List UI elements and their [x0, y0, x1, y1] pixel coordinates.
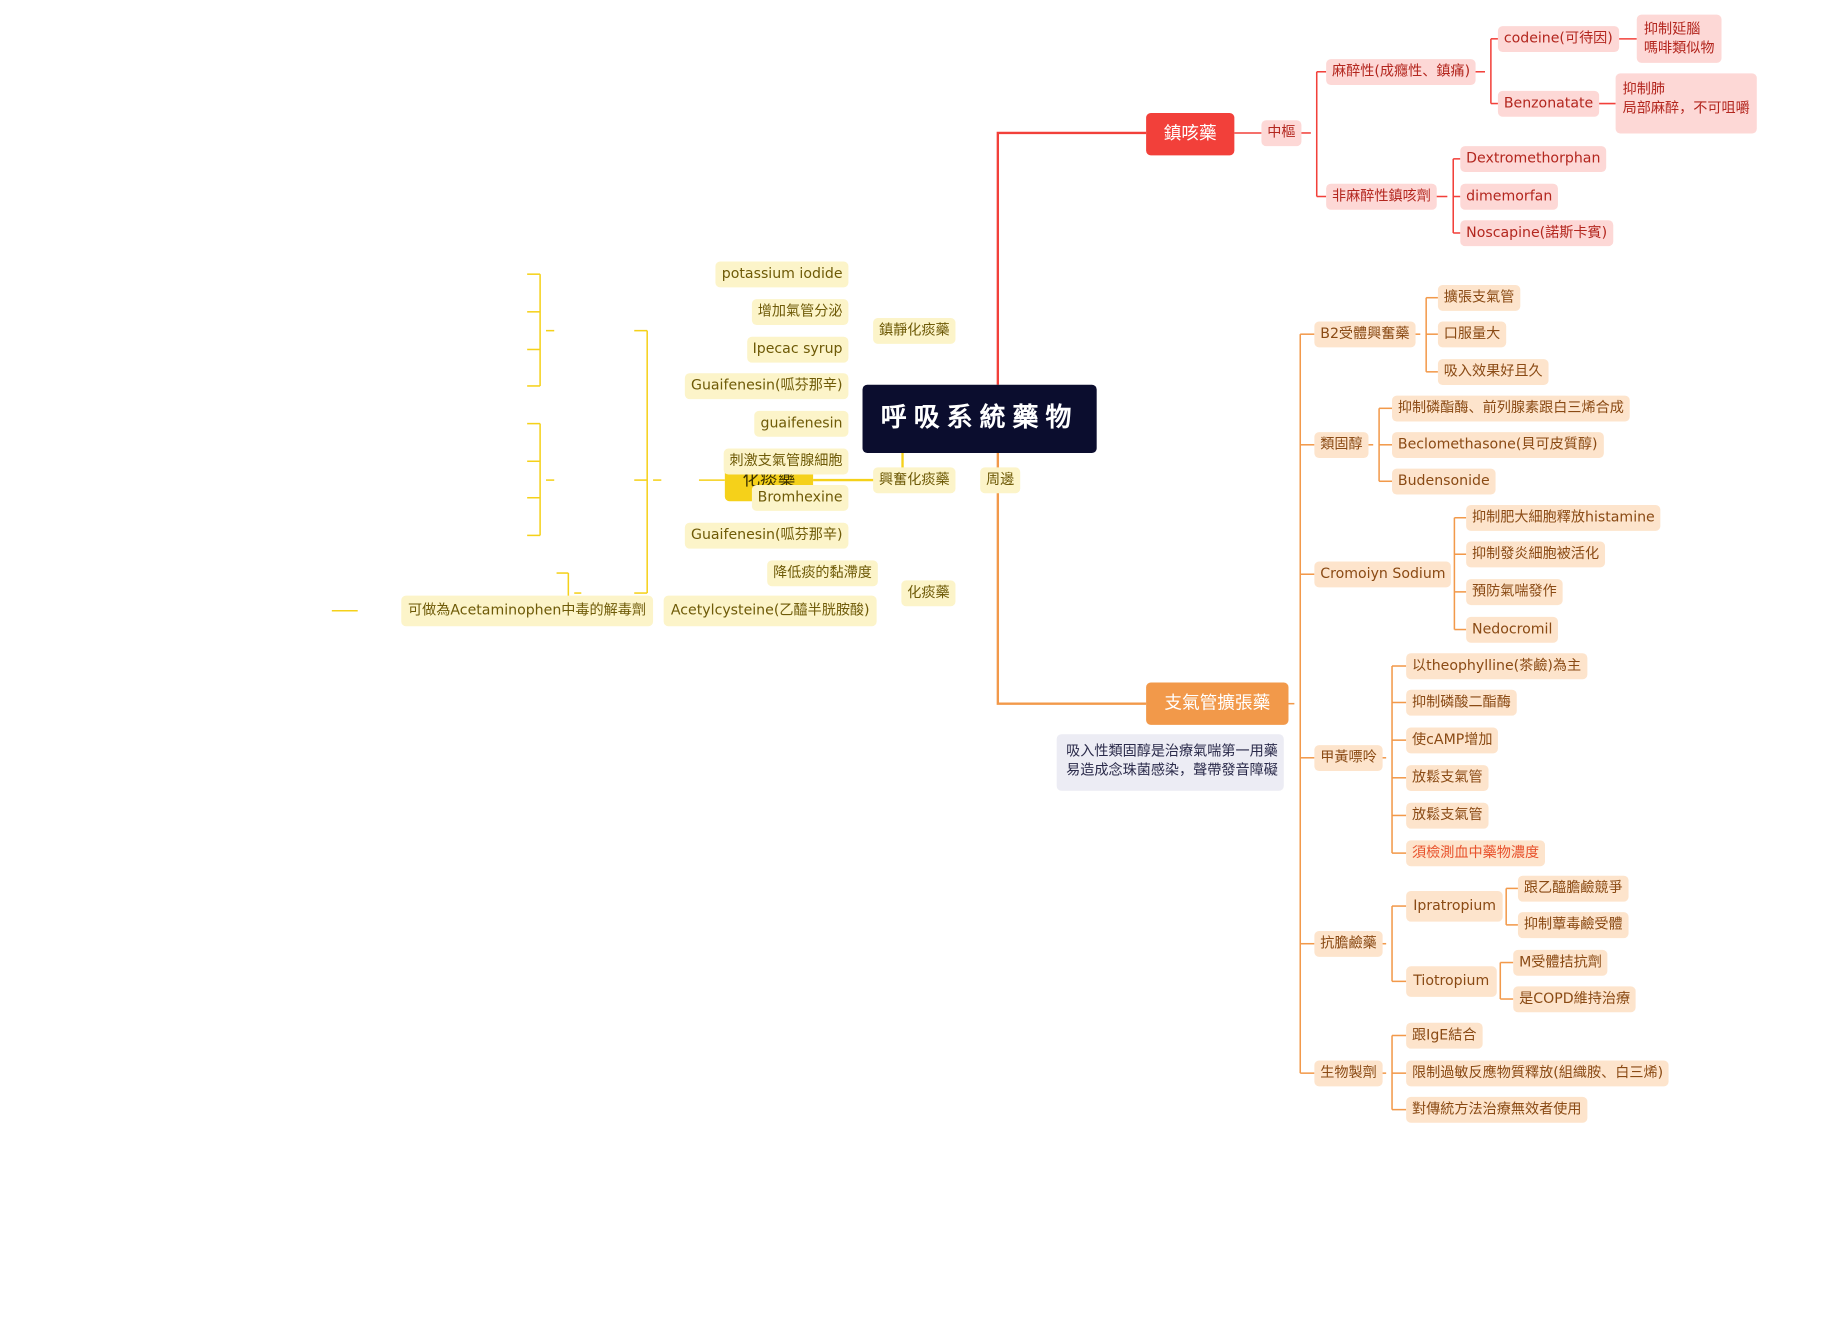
- benzonatate-note-node[interactable]: 抑制肺 局部麻醉，不可咀嚼: [1615, 73, 1757, 134]
- dextromethorphan-node[interactable]: Dextromethorphan: [1460, 146, 1607, 172]
- antitussive-label: 鎮咳藥: [1163, 122, 1217, 144]
- biologic-item[interactable]: 對傳統方法治療無效者使用: [1406, 1096, 1588, 1123]
- steroid-item[interactable]: Beclomethasone(貝可皮質醇): [1392, 432, 1604, 458]
- central-node[interactable]: 中樞: [1261, 120, 1302, 146]
- mucolytic-node[interactable]: 化痰藥: [901, 580, 956, 606]
- benzonatate-note-line-2: 局部麻醉，不可咀嚼: [1622, 98, 1750, 116]
- xanthine-item[interactable]: 放鬆支氣管: [1406, 802, 1489, 829]
- sedative-item[interactable]: Guaifenesin(呱芬那辛): [685, 373, 849, 399]
- dimemorfan-node[interactable]: dimemorfan: [1460, 183, 1559, 210]
- b2-item[interactable]: 口服量大: [1437, 321, 1507, 347]
- stimulant-item[interactable]: guaifenesin: [754, 410, 849, 437]
- xanthine-item[interactable]: 使cAMP增加: [1406, 727, 1499, 753]
- b2-item[interactable]: 吸入效果好且久: [1437, 359, 1549, 385]
- mucolytic-item[interactable]: 降低痰的黏滯度: [767, 560, 878, 586]
- sedative-item[interactable]: potassium iodide: [715, 261, 849, 287]
- biologic-node[interactable]: 生物製劑: [1314, 1060, 1383, 1086]
- biologic-item[interactable]: 跟IgE結合: [1406, 1022, 1483, 1049]
- antitussive-node[interactable]: 鎮咳藥: [1146, 112, 1235, 156]
- noscapine-node[interactable]: Noscapine(諾斯卡賓): [1460, 220, 1614, 246]
- xanthine-item[interactable]: 放鬆支氣管: [1406, 765, 1489, 791]
- b2-item[interactable]: 擴張支氣管: [1437, 285, 1521, 311]
- peripheral-node[interactable]: 周邊: [980, 467, 1021, 493]
- non-narcotic-node[interactable]: 非麻醉性鎮咳劑: [1326, 183, 1437, 210]
- acetylcysteine-node[interactable]: Acetylcysteine(乙醯半胱胺酸): [663, 595, 877, 626]
- b2-node[interactable]: B2受體興奮藥: [1314, 321, 1416, 347]
- steroid-item[interactable]: 抑制磷酯酶、前列腺素跟白三烯合成: [1392, 395, 1630, 422]
- stimulant-item[interactable]: 刺激支氣管腺細胞: [723, 448, 849, 474]
- ipratropium-node[interactable]: Ipratropium: [1406, 891, 1504, 922]
- steroid-node[interactable]: 類固醇: [1314, 432, 1369, 458]
- xanthine-item[interactable]: 抑制磷酸二酯酶: [1406, 689, 1517, 716]
- bronchodilator-note[interactable]: 吸入性類固醇是治療氣喘第一用藥 易造成念珠菌感染，聲帶發音障礙: [1056, 734, 1284, 791]
- cromolyn-item[interactable]: Nedocromil: [1466, 616, 1559, 643]
- narcotic-node[interactable]: 麻醉性(成癮性、鎮痛): [1326, 59, 1477, 85]
- note-line-1: 吸入性類固醇是治療氣喘第一用藥: [1066, 742, 1278, 759]
- note-line-2: 易造成念珠菌感染，聲帶發音障礙: [1066, 760, 1278, 778]
- root-node[interactable]: 呼吸系統藥物: [862, 384, 1097, 454]
- ipratropium-item[interactable]: 跟乙醯膽鹼競爭: [1517, 875, 1629, 902]
- sedative-node[interactable]: 鎮靜化痰藥: [873, 317, 956, 344]
- xanthine-item-highlight[interactable]: 須檢測血中藥物濃度: [1406, 840, 1546, 866]
- cromolyn-node[interactable]: Cromoiyn Sodium: [1314, 561, 1452, 587]
- xanthine-item[interactable]: 以theophylline(茶鹼)為主: [1406, 653, 1588, 679]
- xanthine-node[interactable]: 甲黃嘌呤: [1314, 745, 1383, 771]
- codeine-note-line-2: 嗎啡類似物: [1643, 38, 1715, 56]
- codeine-note-line-1: 抑制延腦: [1643, 20, 1701, 37]
- stimulant-item[interactable]: Bromhexine: [751, 485, 849, 511]
- anticholinergic-node[interactable]: 抗膽鹼藥: [1314, 931, 1383, 957]
- ipratropium-item[interactable]: 抑制蕈毒鹼受體: [1517, 912, 1629, 938]
- cromolyn-item[interactable]: 抑制發炎細胞被活化: [1466, 541, 1606, 567]
- tiotropium-item[interactable]: 是COPD維持治療: [1513, 986, 1636, 1012]
- sedative-item[interactable]: 增加氣管分泌: [751, 299, 849, 325]
- codeine-node[interactable]: codeine(可待因): [1497, 26, 1619, 52]
- stimulant-node[interactable]: 興奮化痰藥: [873, 467, 956, 493]
- connector-lines: [331, 38, 1637, 1111]
- acetylcysteine-note[interactable]: 可做為Acetaminophen中毒的解毒劑: [400, 595, 654, 626]
- cromolyn-item[interactable]: 抑制肥大細胞釋放histamine: [1466, 505, 1661, 531]
- sedative-item[interactable]: Ipecac syrup: [746, 336, 849, 363]
- benzonatate-node[interactable]: Benzonatate: [1497, 90, 1600, 117]
- tiotropium-node[interactable]: Tiotropium: [1406, 966, 1497, 997]
- root-label: 呼吸系統藥物: [880, 403, 1079, 433]
- bronchodilator-label: 支氣管擴張藥: [1164, 692, 1271, 714]
- codeine-note-node[interactable]: 抑制延腦 嗎啡類似物: [1636, 14, 1722, 64]
- biologic-item[interactable]: 限制過敏反應物質釋放(組織胺、白三烯): [1406, 1060, 1670, 1086]
- benzonatate-note-line-1: 抑制肺: [1622, 80, 1666, 97]
- tiotropium-item[interactable]: M受體拮抗劑: [1513, 949, 1608, 976]
- stimulant-item[interactable]: Guaifenesin(呱芬那辛): [685, 522, 849, 549]
- cromolyn-item[interactable]: 預防氣喘發作: [1466, 579, 1563, 605]
- bronchodilator-node[interactable]: 支氣管擴張藥: [1146, 682, 1289, 725]
- steroid-item[interactable]: Budensonide: [1392, 468, 1496, 494]
